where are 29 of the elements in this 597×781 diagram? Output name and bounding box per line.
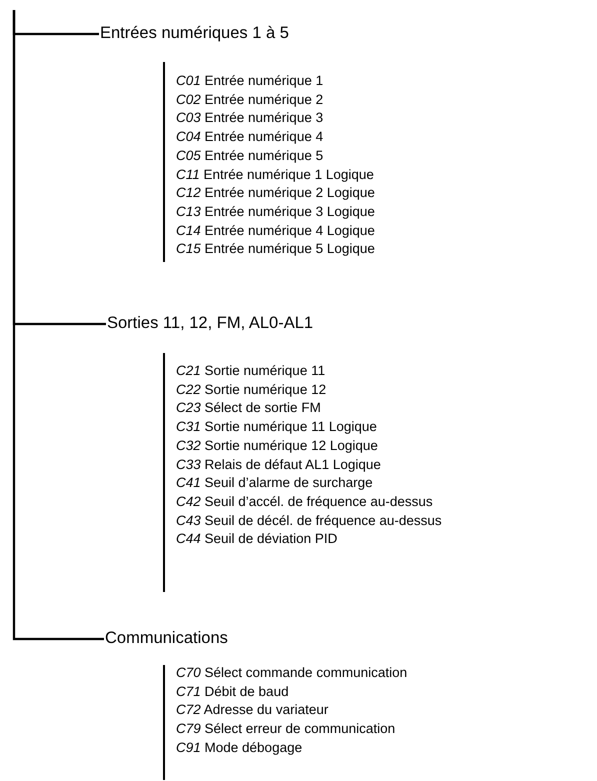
parameter-entry: C01 Entrée numérique 1 — [176, 72, 324, 90]
section-heading: Sorties 11, 12, FM, AL0-AL1 — [107, 313, 314, 333]
parameter-entry: C11 Entrée numérique 1 Logique — [176, 166, 374, 184]
parameter-entry: C13 Entrée numérique 3 Logique — [176, 202, 375, 221]
parameter-entry: C43 Seuil de décél. de fréquence au-dessus — [176, 512, 442, 530]
parameter-entry: C23 Sélect de sortie FM — [176, 399, 321, 418]
parameter-entry: C72 Adresse du variateur — [176, 701, 328, 720]
parameter-entry: C05 Entrée numérique 5 — [176, 146, 324, 165]
parameter-entry: C91 Mode débogage — [176, 738, 302, 757]
parameter-entry: C15 Entrée numérique 5 Logique — [176, 240, 375, 258]
parameter-entry: C04 Entrée numérique 4 — [176, 128, 324, 146]
tree-connector — [12, 10, 104, 640]
parameter-entry: C79 Sélect erreur de communication — [176, 720, 396, 738]
parameter-entry: C14 Entrée numérique 4 Logique — [176, 222, 375, 240]
section-heading: Entrées numériques 1 à 5 — [100, 23, 289, 43]
parameter-entry: C71 Débit de baud — [176, 682, 289, 701]
parameter-entry: C32 Sortie numérique 12 Logique — [176, 436, 378, 455]
parameter-entry: C03 Entrée numérique 3 — [176, 109, 324, 128]
parameter-entry: C31 Sortie numérique 11 Logique — [176, 418, 377, 436]
parameter-entry: C02 Entrée numérique 2 — [176, 90, 324, 109]
section-heading: Communications — [105, 628, 228, 648]
parameter-entry: C42 Seuil d’accél. de fréquence au-dessus — [176, 492, 433, 511]
parameter-entry: C41 Seuil d’alarme de surcharge — [176, 474, 373, 492]
parameter-entry: C21 Sortie numérique 11 — [176, 362, 326, 380]
parameter-entry: C33 Relais de défaut AL1 Logique — [176, 456, 381, 474]
parameter-entry: C12 Entrée numérique 2 Logique — [176, 184, 375, 202]
parameter-entry: C44 Seuil de déviation PID — [176, 530, 338, 548]
parameter-entry: C70 Sélect commande communication — [176, 664, 408, 682]
parameter-entry: C22 Sortie numérique 12 — [176, 380, 326, 399]
